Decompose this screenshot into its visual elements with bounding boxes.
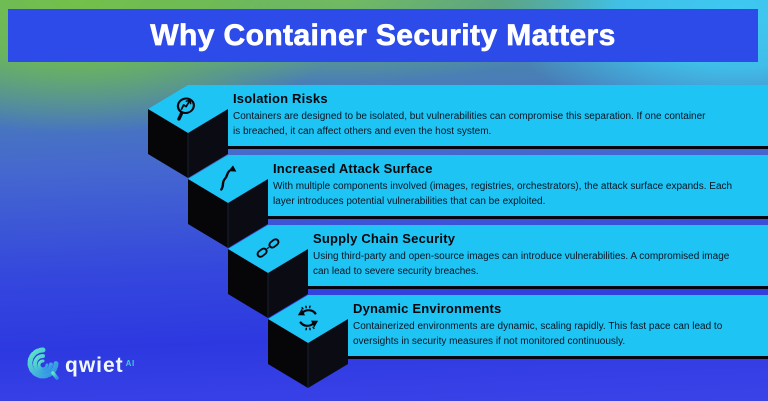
section-card-dynamic-environments: Dynamic Environments Containerized envir… — [308, 295, 768, 359]
cycle-arrows-icon — [297, 305, 319, 331]
section-body-line: can lead to severe security breaches. — [313, 265, 479, 277]
section-body-line: Using third-party and open-source images… — [313, 251, 730, 262]
section-title: Dynamic Environments — [353, 301, 502, 316]
section-card-isolation-risks: Isolation Risks Containers are designed … — [188, 85, 768, 149]
title-banner: Why Container Security Matters — [8, 9, 758, 62]
step-cube-2 — [188, 155, 268, 248]
section-title: Supply Chain Security — [313, 231, 456, 246]
ai-suffix: AI — [125, 358, 135, 368]
section-card-supply-chain-security: Supply Chain Security Using third-party … — [268, 225, 768, 289]
page-title: Why Container Security Matters — [150, 18, 616, 52]
section-body: Using third-party and open-source images… — [313, 250, 760, 279]
step-cube-3 — [228, 225, 308, 318]
qwiet-spiral-icon — [27, 347, 59, 380]
section-title: Isolation Risks — [233, 91, 328, 106]
section-body-line: layer introduces potential vulnerabiliti… — [273, 195, 546, 207]
section-body-line: Containers are designed to be isolated, … — [233, 111, 706, 122]
rising-arrow-icon — [220, 165, 237, 191]
section-body-line: Containerized environments are dynamic, … — [353, 321, 723, 332]
section-body: Containerized environments are dynamic, … — [353, 320, 760, 349]
magnifier-trend-icon — [176, 97, 195, 121]
step-cube-4 — [268, 295, 348, 388]
chain-links-icon — [256, 238, 280, 258]
section-card-increased-attack-surface: Increased Attack Surface With multiple c… — [228, 155, 768, 219]
section-title: Increased Attack Surface — [273, 161, 433, 176]
step-cube-1 — [148, 85, 228, 178]
section-body-line: is breached, it can affect others and ev… — [233, 125, 492, 137]
section-body: With multiple components involved (image… — [273, 180, 760, 209]
section-body-line: oversights in security measures if not m… — [353, 335, 626, 347]
section-body: Containers are designed to be isolated, … — [233, 110, 760, 139]
section-body-line: With multiple components involved (image… — [273, 181, 733, 192]
